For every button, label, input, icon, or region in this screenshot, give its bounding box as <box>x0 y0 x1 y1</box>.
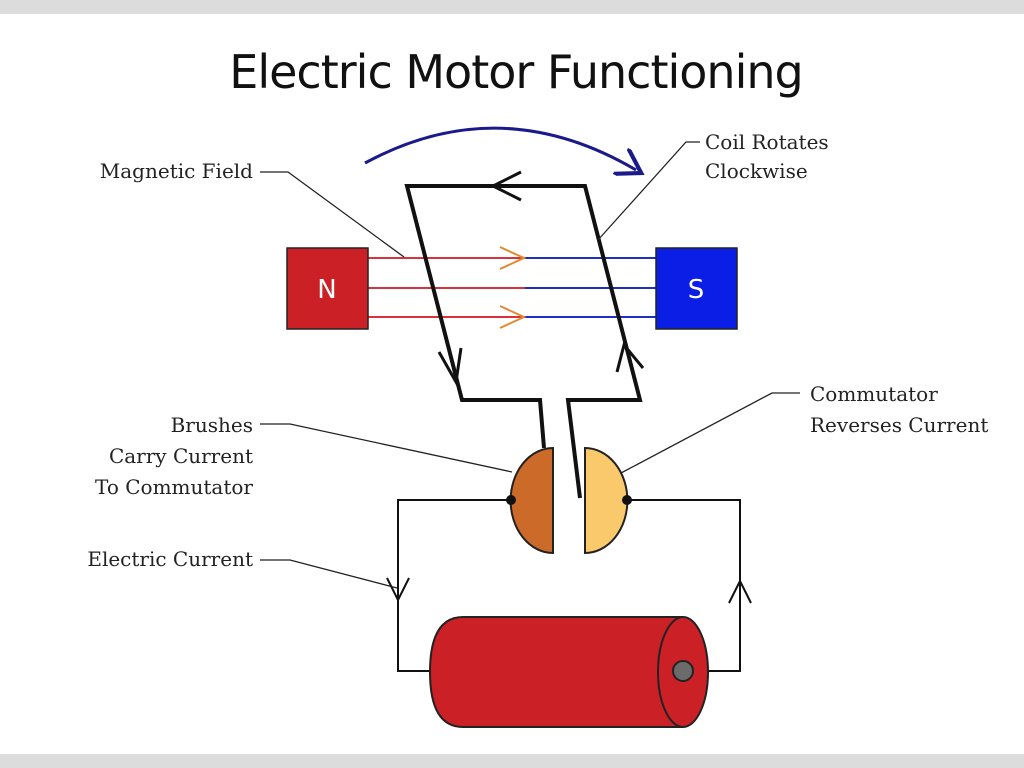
brushes-label-line3: To Commutator <box>95 475 253 499</box>
commutator-left-half <box>509 446 554 555</box>
coil-rotates-label-line1: Coil Rotates <box>705 130 829 154</box>
coil-current-arrow-icon <box>615 341 645 373</box>
commutator-label-line1: Commutator <box>810 382 938 406</box>
battery <box>428 616 709 728</box>
leader-lines <box>260 141 800 589</box>
brush-contact-left <box>506 495 516 505</box>
field-arrow-icon <box>499 305 527 329</box>
circuit-wire <box>397 499 741 672</box>
motor-diagram: Electric Motor Functioning N S <box>87 45 988 728</box>
slide: Electric Motor Functioning N S <box>0 14 1024 754</box>
current-arrow-down-icon <box>386 577 410 603</box>
rotation-arrow <box>364 126 636 170</box>
south-pole-label: S <box>688 275 705 305</box>
magnetic-field-label: Magnetic Field <box>100 159 253 183</box>
commutator-label-line2: Reverses Current <box>810 413 988 437</box>
battery-terminal <box>672 660 694 682</box>
current-arrow-up-icon <box>728 578 752 604</box>
brush-contact-right <box>622 495 632 505</box>
coil-current-arrow-icon <box>489 170 522 202</box>
commutator-right-half <box>584 446 629 555</box>
south-pole <box>655 247 738 330</box>
brushes-label-line2: Carry Current <box>109 444 253 468</box>
coil-rotates-label-line2: Clockwise <box>705 159 808 183</box>
field-arrow-icon <box>499 246 527 270</box>
north-pole <box>286 247 369 330</box>
page-title: Electric Motor Functioning <box>229 45 802 99</box>
magnetic-field-lines <box>368 246 656 329</box>
brushes-label-line1: Brushes <box>171 413 253 437</box>
north-pole-label: N <box>317 275 336 305</box>
electric-current-label: Electric Current <box>87 547 253 571</box>
coil-current-arrow-icon <box>437 347 463 387</box>
